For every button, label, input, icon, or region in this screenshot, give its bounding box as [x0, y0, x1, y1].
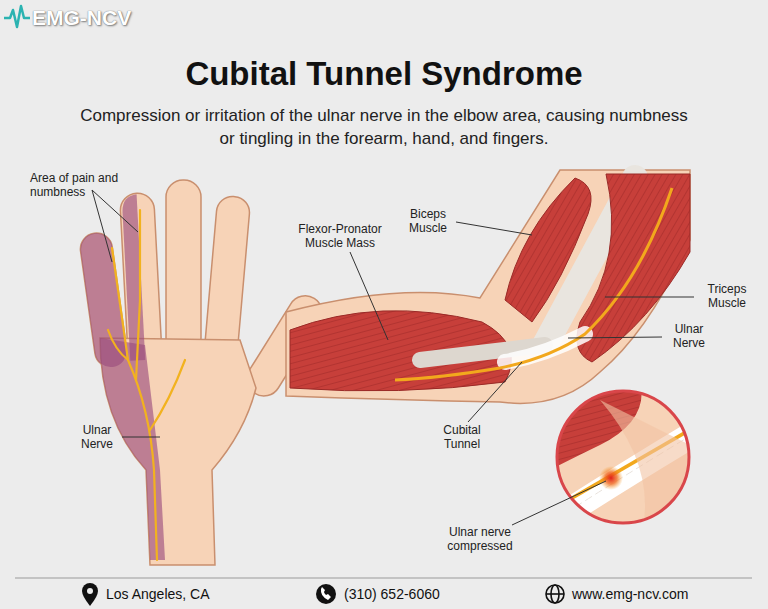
phone-handset	[321, 587, 331, 600]
nerve-branch	[136, 210, 140, 380]
leader-line	[92, 190, 112, 262]
globe-icon	[546, 585, 564, 603]
elbow-ulnar-nerve	[395, 188, 672, 380]
inset-border	[557, 391, 689, 523]
callout-label: Ulnar nerve compressed	[430, 526, 530, 554]
middle-finger	[166, 180, 201, 355]
globe-circle	[546, 585, 564, 603]
nerve-path	[112, 248, 157, 560]
callout-label: Ulnar Nerve	[72, 424, 122, 452]
leader-line	[92, 190, 138, 232]
elbow-illustration	[286, 170, 690, 403]
leader-line	[456, 222, 532, 235]
caption: Compression or irritation of the ulnar n…	[74, 104, 694, 150]
palm	[100, 338, 256, 565]
biceps-muscle	[505, 178, 591, 322]
triceps-muscle	[577, 174, 690, 362]
phone-circle	[316, 584, 336, 604]
footer-website: www.emg-ncv.com	[572, 586, 752, 602]
pin-hole	[87, 588, 93, 594]
callout-label: Biceps Muscle	[400, 208, 456, 236]
title: Cubital Tunnel Syndrome	[0, 55, 768, 93]
location-pin-icon	[82, 583, 98, 606]
logo-text: EMG-NCV	[32, 6, 162, 30]
leader-line	[605, 297, 694, 298]
leader-line	[468, 362, 522, 422]
callout-label: Ulnar Nerve	[664, 323, 714, 351]
leader-line	[512, 481, 606, 525]
index-finger	[204, 195, 251, 359]
nerve-branch	[108, 330, 128, 360]
leader-line	[350, 252, 388, 340]
compression-point	[599, 466, 623, 490]
callout-label: Flexor-Pronator Muscle Mass	[280, 223, 400, 251]
callout-label: Cubital Tunnel	[430, 424, 494, 452]
globe-equator	[546, 593, 564, 595]
phone-icon	[316, 584, 336, 604]
footer-phone: (310) 652-6060	[344, 586, 504, 602]
callout-label: Triceps Muscle	[697, 283, 757, 311]
pin-shape	[82, 583, 98, 606]
inset-content	[550, 380, 700, 540]
footer-rule	[15, 578, 752, 579]
numbness-area	[78, 194, 165, 560]
hand-leader-lines	[92, 190, 160, 437]
nerve-branch	[150, 360, 185, 430]
elbow-leader-lines	[350, 222, 694, 422]
logo-pulse-icon	[4, 6, 30, 27]
arm-skin	[286, 170, 690, 403]
callout-label: Area of pain and numbness	[30, 172, 130, 200]
inset-magnifier	[512, 380, 700, 540]
footer-address: Los Angeles, CA	[106, 586, 266, 602]
leader-line	[568, 337, 662, 338]
hand-ulnar-nerve	[108, 210, 185, 560]
inset-skin	[600, 400, 700, 540]
leader-line	[122, 437, 160, 438]
